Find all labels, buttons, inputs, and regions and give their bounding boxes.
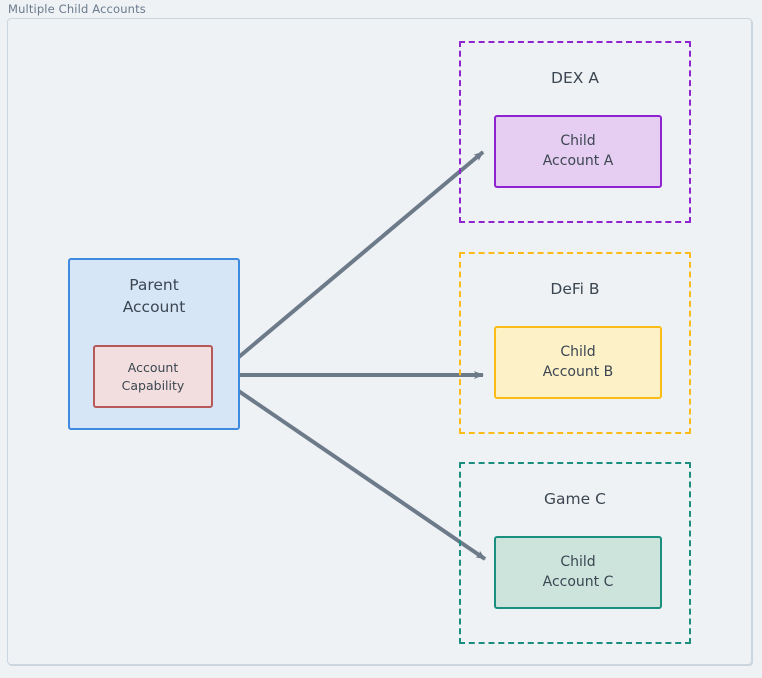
child-account-b-node[interactable]: Child Account B <box>494 326 662 399</box>
parent-account-label-line2: Account <box>122 298 186 316</box>
group-game-c[interactable]: Game C <box>459 462 691 644</box>
group-game-c-label: Game C <box>544 490 606 508</box>
group-defi-b-label: DeFi B <box>550 280 600 298</box>
child-account-c-node[interactable]: Child Account C <box>494 536 662 609</box>
child-account-c-label-line2: Account C <box>542 573 614 590</box>
group-dex-a[interactable]: DEX A <box>459 41 691 223</box>
child-account-b-label-line1: Child <box>560 343 596 360</box>
child-account-a-node[interactable]: Child Account A <box>494 115 662 188</box>
child-account-a-label-line1: Child <box>560 132 596 149</box>
diagram-title: Multiple Child Accounts <box>8 2 146 16</box>
parent-account-label-line1: Parent <box>129 276 179 294</box>
child-account-a-label-line2: Account A <box>542 152 614 169</box>
child-account-c-label-line1: Child <box>560 553 596 570</box>
group-defi-b[interactable]: DeFi B <box>459 252 691 434</box>
account-capability-label-line1: Account <box>127 359 179 375</box>
account-capability-node[interactable]: Account Capability <box>93 345 213 408</box>
child-account-b-label-line2: Account B <box>542 363 614 380</box>
account-capability-label-line2: Capability <box>121 377 185 393</box>
group-dex-a-label: DEX A <box>551 69 599 87</box>
